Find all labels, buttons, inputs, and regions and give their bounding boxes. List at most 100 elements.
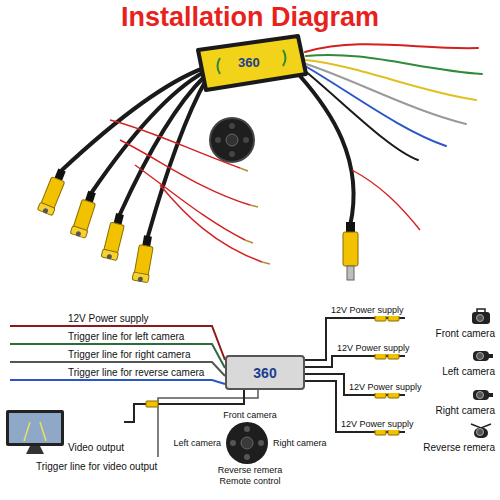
remote-button (230, 440, 236, 446)
callout-label: Trigger line for video output (36, 461, 157, 472)
rca-jacks (37, 167, 69, 216)
parking-lines (24, 422, 46, 441)
rca-jacks (42, 208, 49, 215)
harness-wires (305, 66, 446, 146)
rca-cables (62, 68, 206, 236)
camera-body (473, 390, 489, 400)
remote-photo (210, 118, 254, 162)
rca-jacks (132, 272, 149, 283)
remote-photo (226, 134, 238, 146)
wire-tips (250, 205, 258, 207)
callout-label: 12V Power supply (68, 313, 149, 324)
camera-label: Reverse remera (405, 442, 495, 454)
camera-mount (488, 354, 493, 358)
edge-label: 12V Power supply (330, 305, 405, 316)
camera: Front camera (405, 308, 495, 340)
callout-label: Trigger line for left camera (68, 331, 184, 342)
camera-label: Front camera (405, 328, 495, 340)
rca-jacks (106, 254, 112, 260)
camera-body (474, 428, 488, 438)
remote-icon (225, 421, 269, 465)
camera-label: Right camera (405, 405, 495, 417)
rca-jacks (137, 276, 143, 282)
video-cable (300, 76, 420, 280)
wire-tips (240, 168, 248, 171)
camera-bracket (477, 309, 485, 312)
camera: Left camera (405, 346, 495, 378)
camera-icon (469, 346, 495, 366)
wire-tips (245, 240, 253, 243)
monitor: Video output (6, 410, 124, 454)
harness-wires (304, 70, 418, 160)
rca-jacks (70, 226, 88, 239)
camera-bracket (471, 424, 491, 428)
video-cable (346, 222, 355, 232)
trigger-wires (10, 344, 225, 368)
harness-wires (305, 44, 478, 52)
remote-photo (215, 137, 221, 143)
camera-label: Left camera (405, 366, 495, 378)
remote-button (258, 440, 264, 446)
remote-photo (243, 137, 249, 143)
harness-wires (304, 44, 482, 160)
remote-row: Left camera Right camera (173, 421, 326, 465)
remote-photo (229, 151, 235, 157)
camera-icon (469, 385, 495, 405)
rca-jacks (101, 212, 128, 261)
camera-lens (477, 315, 484, 322)
module-photo (198, 36, 306, 90)
remote-label: Reverse remera (218, 465, 283, 476)
edge-label: 12V Power supply (340, 419, 415, 430)
callout-label: Trigger line for reverse camera (68, 367, 204, 378)
remote-label: Left camera (173, 438, 221, 449)
callout-label: 360 (238, 55, 260, 70)
rca-cables (62, 68, 204, 170)
camera-body (473, 351, 489, 361)
rca-jacks (70, 190, 100, 239)
remote-button (244, 426, 250, 432)
edge-label: 12V Power supply (336, 343, 411, 354)
callout-label: Trigger line for right camera (68, 349, 190, 360)
rca-jacks (132, 235, 156, 284)
module-photo (198, 36, 306, 90)
remote-button (244, 454, 250, 460)
remote-photo (210, 118, 254, 162)
module-photo (283, 50, 286, 66)
monitor-label: Video output (68, 442, 124, 454)
remote-label: Remote control (219, 476, 280, 487)
trigger-wires (10, 380, 225, 384)
video-cable (347, 266, 354, 280)
remote-photo (229, 123, 235, 129)
camera-lens (477, 353, 484, 360)
red-wires (160, 185, 262, 262)
rca-jacks (101, 249, 118, 261)
camera: Reverse remera (405, 422, 495, 454)
remote-body (226, 422, 268, 464)
video-cable (300, 76, 354, 226)
camera-icon (469, 422, 495, 442)
wire-tips (240, 168, 270, 264)
edge-label: 12V Power supply (348, 382, 423, 393)
rca-jacks (37, 167, 156, 283)
rca-jacks (134, 245, 153, 277)
video-cable (352, 170, 420, 230)
rca-jacks (75, 231, 81, 237)
camera-lens (477, 392, 484, 399)
rca-jacks (142, 235, 152, 246)
monitor-stand (26, 446, 44, 454)
trigger-wires (10, 326, 258, 457)
remote-label: Front camera (223, 410, 277, 421)
video-cable (343, 232, 358, 266)
remote-label: Right camera (273, 438, 327, 449)
module-logo: 360 (253, 365, 276, 381)
camera-lens (477, 429, 484, 436)
camera-mount (488, 393, 493, 397)
monitor-frame (6, 410, 64, 446)
module-photo (218, 58, 221, 74)
monitor-screen (9, 413, 61, 443)
monitor-icon (6, 410, 64, 454)
control-module: 360 (225, 355, 305, 390)
camera-icon (469, 308, 495, 328)
rca-jacks (37, 202, 55, 215)
